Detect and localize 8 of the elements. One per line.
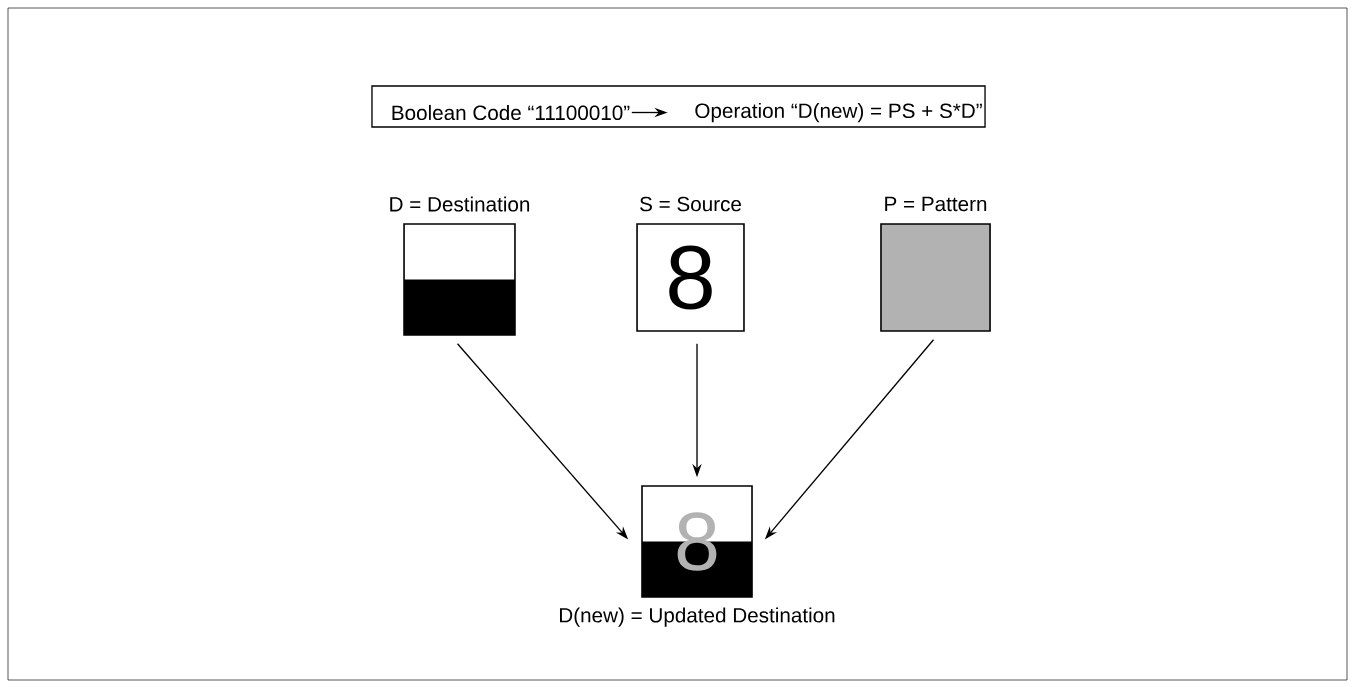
code-box — [371, 85, 986, 128]
caption-text: S = Source — [640, 196, 741, 212]
caption-text: D = Destination — [390, 196, 530, 212]
caption-text: D(new) = Updated Destination — [560, 607, 835, 627]
label-text: Boolean Code “11100010” — [392, 104, 630, 121]
image-square: 8 — [636, 223, 745, 332]
caption-text: P = Pattern — [885, 196, 987, 212]
label-text: Operation “D(new) = PS + S*D” — [695, 102, 982, 123]
